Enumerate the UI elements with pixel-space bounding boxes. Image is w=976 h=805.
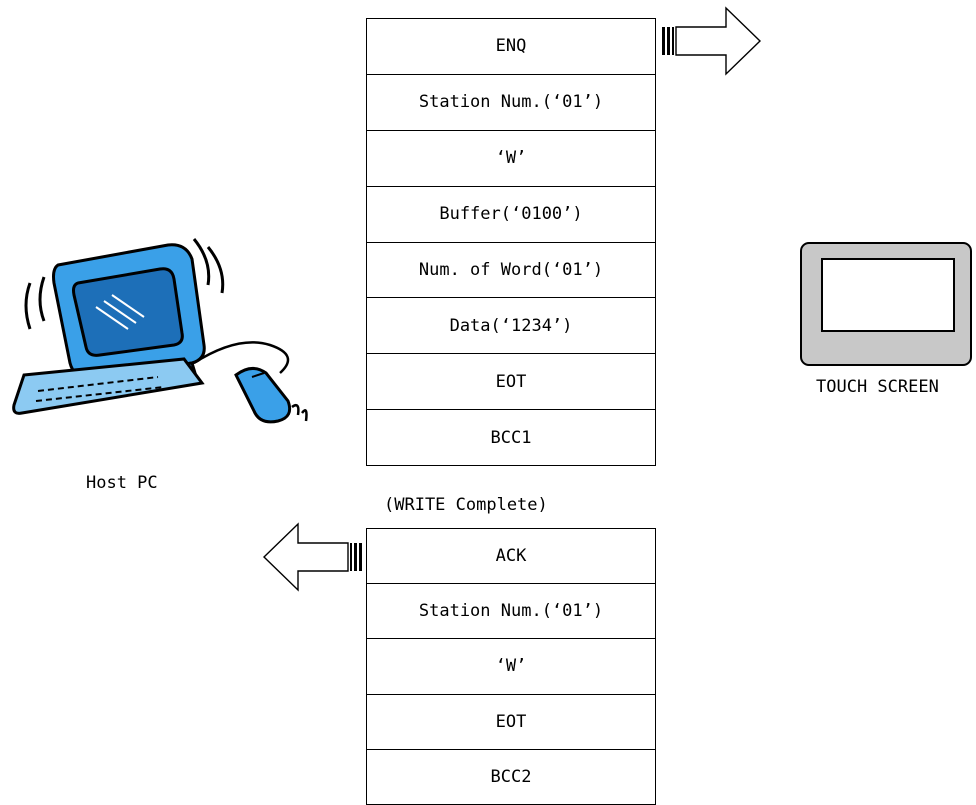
request-field-num-of-word: Num. of Word(‘01’) bbox=[367, 243, 655, 299]
touch-screen-label: TOUCH SCREEN bbox=[816, 377, 939, 397]
request-field-buffer: Buffer(‘0100’) bbox=[367, 187, 655, 243]
response-field-eot: EOT bbox=[367, 695, 655, 750]
request-field-data: Data(‘1234’) bbox=[367, 298, 655, 355]
touch-screen-icon bbox=[800, 242, 972, 366]
host-pc-label: Host PC bbox=[86, 473, 158, 493]
request-field-command: ‘W’ bbox=[367, 131, 655, 187]
request-field-station-num: Station Num.(‘01’) bbox=[367, 75, 655, 131]
request-field-eot: EOT bbox=[367, 354, 655, 411]
write-complete-caption: (WRITE Complete) bbox=[384, 495, 548, 515]
left-arrow-icon bbox=[262, 522, 362, 592]
request-frame: ENQ Station Num.(‘01’) ‘W’ Buffer(‘0100’… bbox=[366, 18, 656, 466]
response-field-command: ‘W’ bbox=[367, 639, 655, 695]
right-arrow-icon bbox=[662, 6, 762, 76]
request-field-bcc1: BCC1 bbox=[490, 428, 532, 449]
response-field-ack: ACK bbox=[367, 529, 655, 585]
request-field-enq: ENQ bbox=[367, 19, 655, 75]
response-field-bcc2: BCC2 bbox=[490, 767, 532, 788]
computer-icon bbox=[12, 238, 308, 424]
response-field-station-num: Station Num.(‘01’) bbox=[367, 584, 655, 640]
response-frame: ACK Station Num.(‘01’) ‘W’ EOT BCC2 bbox=[366, 528, 656, 805]
